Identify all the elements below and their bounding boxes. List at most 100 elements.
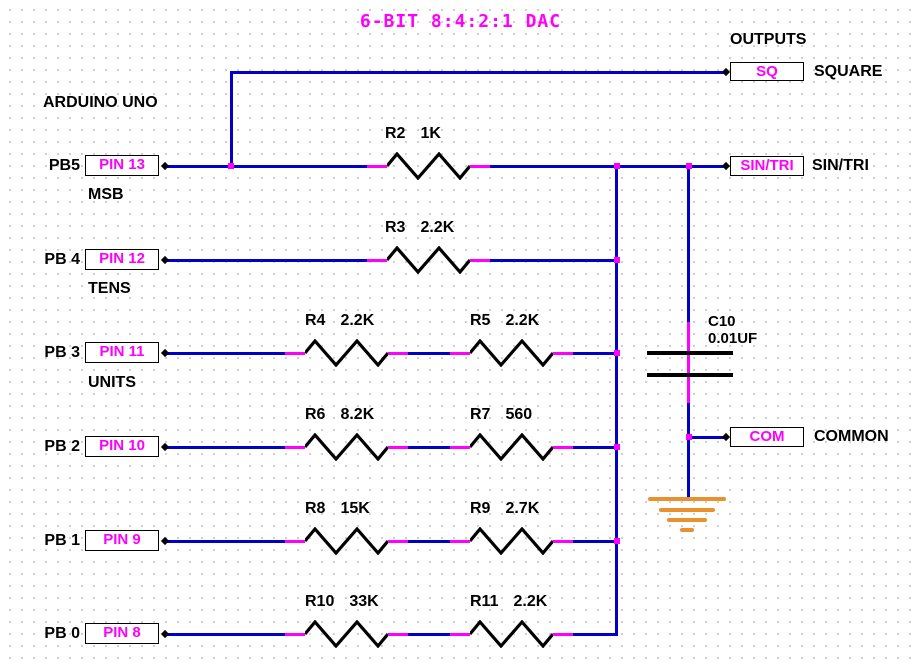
resistor-r11 bbox=[450, 620, 573, 648]
wire-row5-b bbox=[408, 633, 450, 636]
capacitor-plate-bottom bbox=[647, 373, 733, 377]
resistor-r2 bbox=[367, 152, 490, 180]
pin-connector bbox=[160, 536, 170, 546]
resistor-r7 bbox=[450, 433, 573, 461]
resistor-lead bbox=[470, 164, 490, 168]
pin-box-12: PIN 12 bbox=[85, 249, 159, 270]
resistor-lead bbox=[367, 258, 387, 262]
wire-row0-b bbox=[490, 165, 727, 168]
output-box-square: SQ bbox=[730, 62, 804, 81]
wire-row2-a bbox=[167, 352, 285, 355]
resistor-lead bbox=[450, 539, 470, 543]
resistor-lead bbox=[553, 351, 573, 355]
wire-row3-a bbox=[167, 446, 285, 449]
resistor-lead bbox=[553, 445, 573, 449]
wire-sq-branch-horizontal bbox=[230, 71, 727, 74]
resistor-zigzag bbox=[387, 152, 470, 180]
resistor-lead bbox=[285, 539, 305, 543]
pin-connector bbox=[160, 348, 170, 358]
resistor-r3 bbox=[367, 246, 490, 274]
resistor-zigzag bbox=[470, 620, 553, 648]
board-label: ARDUINO UNO bbox=[43, 94, 158, 111]
capacitor-plate-top bbox=[647, 351, 733, 355]
wire-cap-branch-bottom bbox=[687, 403, 690, 500]
resistor-zigzag bbox=[387, 246, 470, 274]
resistor-lead bbox=[470, 258, 490, 262]
resistor-zigzag bbox=[305, 433, 388, 461]
pin-box-9: PIN 9 bbox=[85, 530, 159, 551]
wire-com-stub bbox=[687, 436, 727, 439]
resistor-r10 bbox=[285, 620, 408, 648]
bit-note-msb: MSB bbox=[88, 186, 124, 203]
output-connector bbox=[721, 432, 731, 442]
wire-row4-c bbox=[573, 540, 618, 543]
resistor-lead bbox=[450, 445, 470, 449]
pin-box-8: PIN 8 bbox=[85, 623, 159, 644]
resistor-r6 bbox=[285, 433, 408, 461]
pin-box-13: PIN 13 bbox=[85, 155, 159, 176]
resistor-zigzag bbox=[470, 433, 553, 461]
resistor-lead bbox=[285, 351, 305, 355]
cap-lead-top bbox=[687, 322, 690, 353]
resistor-lead bbox=[285, 445, 305, 449]
ground-icon bbox=[680, 528, 694, 532]
resistor-zigzag bbox=[305, 339, 388, 367]
junction-dot bbox=[686, 163, 692, 169]
resistor-zigzag bbox=[470, 339, 553, 367]
resistor-r5 bbox=[450, 339, 573, 367]
pin-connector bbox=[160, 442, 170, 452]
ground-icon bbox=[667, 518, 707, 522]
wire-row5-c bbox=[573, 633, 618, 636]
output-connector bbox=[721, 67, 731, 77]
wire-row4-a bbox=[167, 540, 285, 543]
junction-dot bbox=[686, 434, 692, 440]
wire-row3-b bbox=[408, 446, 450, 449]
cap-lead-mid bbox=[687, 354, 690, 375]
output-label-square: SQUARE bbox=[814, 63, 883, 80]
pin-box-11: PIN 11 bbox=[85, 342, 159, 363]
resistor-lead bbox=[553, 539, 573, 543]
outputs-header: OUTPUTS bbox=[730, 31, 807, 48]
resistor-zigzag bbox=[305, 620, 388, 648]
resistor-r4 bbox=[285, 339, 408, 367]
output-label-sintri: SIN/TRI bbox=[812, 157, 869, 174]
capacitor-value: 0.01UF bbox=[708, 330, 758, 347]
schematic-title: 6-BIT 8:4:2:1 DAC bbox=[359, 11, 562, 32]
resistor-lead bbox=[553, 632, 573, 636]
resistor-lead bbox=[285, 632, 305, 636]
wire-row1-b bbox=[490, 259, 618, 262]
resistor-zigzag bbox=[305, 527, 388, 555]
output-connector bbox=[721, 161, 731, 171]
ground-icon bbox=[659, 508, 715, 512]
resistor-lead bbox=[388, 632, 408, 636]
junction-dot bbox=[614, 444, 620, 450]
port-label-pb3: PB 3 bbox=[44, 344, 80, 361]
wire-cap-branch-top bbox=[687, 165, 690, 323]
wire-row2-c bbox=[573, 352, 618, 355]
resistor-lead bbox=[388, 351, 408, 355]
resistor-lead bbox=[367, 164, 387, 168]
port-label-pb5: PB5 bbox=[48, 157, 80, 174]
pin-connector bbox=[160, 629, 170, 639]
output-label-com: COMMON bbox=[814, 428, 889, 445]
wire-row2-b bbox=[408, 352, 450, 355]
wire-row1-a bbox=[167, 259, 367, 262]
wire-row5-a bbox=[167, 633, 285, 636]
wire-summing-bus bbox=[615, 165, 618, 636]
port-label-pb4: PB 4 bbox=[44, 251, 80, 268]
bit-note-tens: TENS bbox=[88, 280, 131, 297]
resistor-zigzag bbox=[470, 527, 553, 555]
junction-dot bbox=[614, 257, 620, 263]
resistor-lead bbox=[450, 632, 470, 636]
junction-dot bbox=[228, 163, 234, 169]
port-label-pb2: PB 2 bbox=[44, 438, 80, 455]
